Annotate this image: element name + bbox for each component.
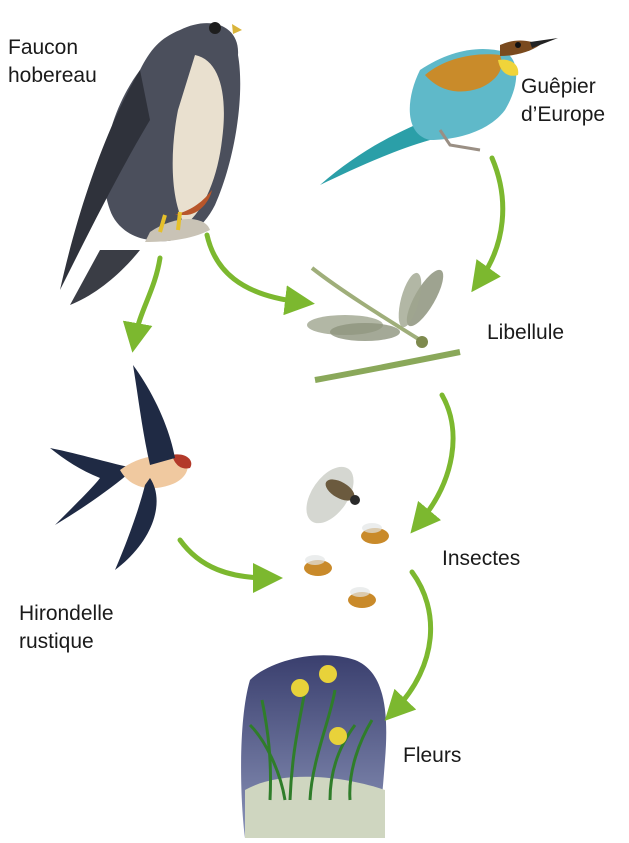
label-faucon-hobereau: Faucon hobereau [8, 34, 97, 90]
dragonfly-illustration [307, 265, 460, 380]
bee-1 [361, 523, 389, 544]
label-libellule: Libellule [487, 319, 564, 347]
arrow-swallow-to-insects [180, 540, 268, 578]
arrow-falcon-to-swallow [135, 258, 160, 338]
label-fleurs: Fleurs [403, 742, 461, 770]
bee-2 [304, 555, 332, 576]
label-hirondelle-rustique: Hirondelle rustique [19, 600, 114, 656]
arrow-insects-to-flowers [395, 572, 431, 710]
arrow-beeeater-to-dragonfly [480, 158, 503, 280]
label-insectes: Insectes [442, 545, 520, 573]
label-guepier-europe: Guêpier d’Europe [521, 73, 605, 129]
arrow-falcon-to-dragonfly [207, 235, 300, 302]
bee-3 [348, 587, 376, 608]
insects-illustration [297, 458, 389, 608]
swallow-illustration [50, 365, 191, 570]
flowers-illustration [241, 655, 386, 838]
arrow-dragonfly-to-insects [420, 395, 453, 522]
